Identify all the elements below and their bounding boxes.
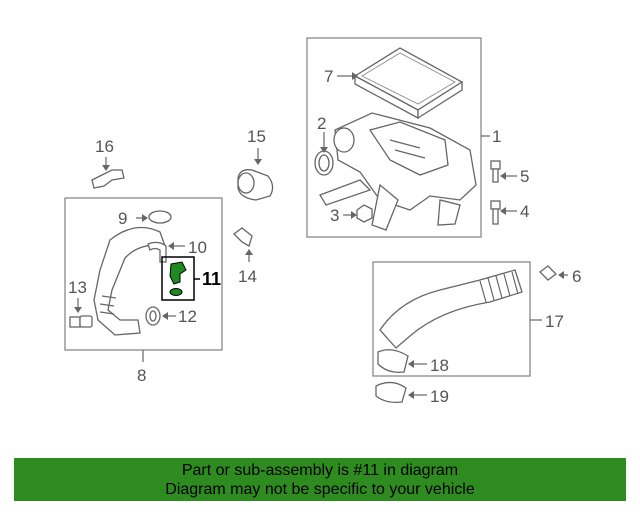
air-duct-17-part[interactable] bbox=[379, 269, 523, 349]
sensor-13-part[interactable] bbox=[69, 315, 93, 328]
assembly-box-17 bbox=[372, 261, 531, 377]
clip-6-part[interactable] bbox=[539, 265, 557, 281]
callout-12: 12 bbox=[178, 307, 197, 326]
callout-9: 9 bbox=[118, 209, 127, 228]
callout-3: 3 bbox=[330, 206, 339, 225]
pcv-valve-part-11[interactable] bbox=[169, 261, 187, 296]
callout-2: 2 bbox=[317, 114, 326, 133]
banner-line-2: Diagram may not be specific to your vehi… bbox=[165, 481, 475, 498]
bolt-4-part[interactable] bbox=[490, 200, 501, 225]
callout-7: 7 bbox=[324, 67, 333, 86]
callout-4: 4 bbox=[520, 202, 529, 221]
bracket-16-part[interactable] bbox=[91, 169, 125, 189]
callout-8: 8 bbox=[137, 366, 146, 385]
callout-11: 11 bbox=[202, 269, 221, 289]
callout-19: 19 bbox=[430, 387, 449, 406]
duct-15-part[interactable] bbox=[237, 169, 274, 201]
hose-10-part[interactable] bbox=[147, 241, 167, 263]
air-filter-element-part[interactable] bbox=[353, 47, 464, 120]
callout-14: 14 bbox=[238, 267, 257, 286]
clamp-9-part[interactable] bbox=[148, 210, 172, 224]
callout-10: 10 bbox=[188, 238, 207, 257]
banner-line-1: Part or sub-assembly is #11 in diagram bbox=[181, 462, 459, 479]
seal-19-part[interactable] bbox=[375, 381, 407, 404]
callout-6: 6 bbox=[572, 267, 581, 286]
intake-hose-part[interactable] bbox=[93, 226, 166, 336]
callout-13: 13 bbox=[68, 278, 87, 297]
callout-16: 16 bbox=[95, 137, 114, 156]
nut-part[interactable] bbox=[356, 204, 373, 223]
clip-14-part[interactable] bbox=[233, 227, 253, 247]
seal-18-part[interactable] bbox=[377, 349, 409, 373]
info-banner: Part or sub-assembly is #11 in diagram D… bbox=[14, 458, 626, 501]
callout-5: 5 bbox=[520, 167, 529, 186]
callout-1: 1 bbox=[492, 127, 501, 146]
callout-15: 15 bbox=[247, 127, 266, 146]
callout-18: 18 bbox=[430, 356, 449, 375]
air-cleaner-housing-part[interactable] bbox=[319, 112, 477, 231]
bolt-5-part[interactable] bbox=[490, 160, 501, 183]
callout-17: 17 bbox=[545, 312, 564, 331]
assembly-box-1 bbox=[306, 37, 482, 238]
